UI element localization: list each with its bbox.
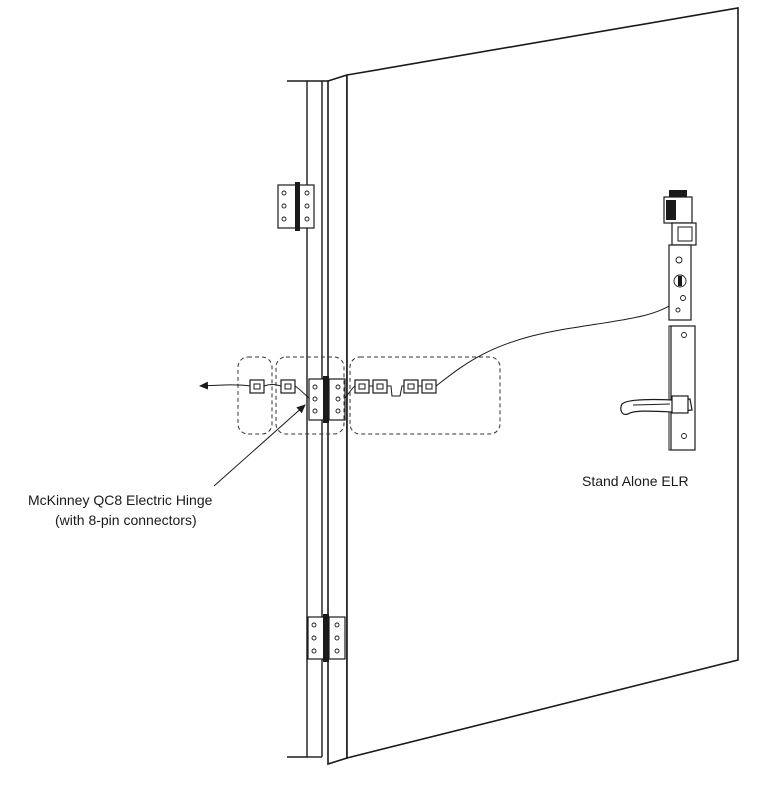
- connector-door-2: [372, 379, 388, 394]
- elr-device: [663, 190, 697, 321]
- hinge-connector-group: [275, 356, 345, 435]
- top-hinge: [277, 182, 315, 231]
- bottom-hinge: [307, 614, 346, 662]
- hinge-leader-arrow: [213, 404, 306, 487]
- elr-label: Stand Alone ELR: [582, 473, 689, 489]
- connector-door-1: [354, 379, 370, 394]
- door-connector-group: [349, 356, 501, 435]
- power-wire-arrow: [199, 381, 251, 390]
- connector-frame-2: [280, 379, 296, 394]
- connector-door-4: [421, 379, 437, 394]
- frame-connector-group: [237, 356, 273, 435]
- lever-trim: [620, 325, 696, 451]
- connector-door-3: [403, 379, 419, 394]
- hinge-label-line1: McKinney QC8 Electric Hinge: [28, 492, 213, 508]
- electric-hinge: [308, 376, 346, 423]
- connector-frame-1: [249, 379, 265, 394]
- hinge-label-line2: (with 8-pin connectors): [55, 512, 197, 528]
